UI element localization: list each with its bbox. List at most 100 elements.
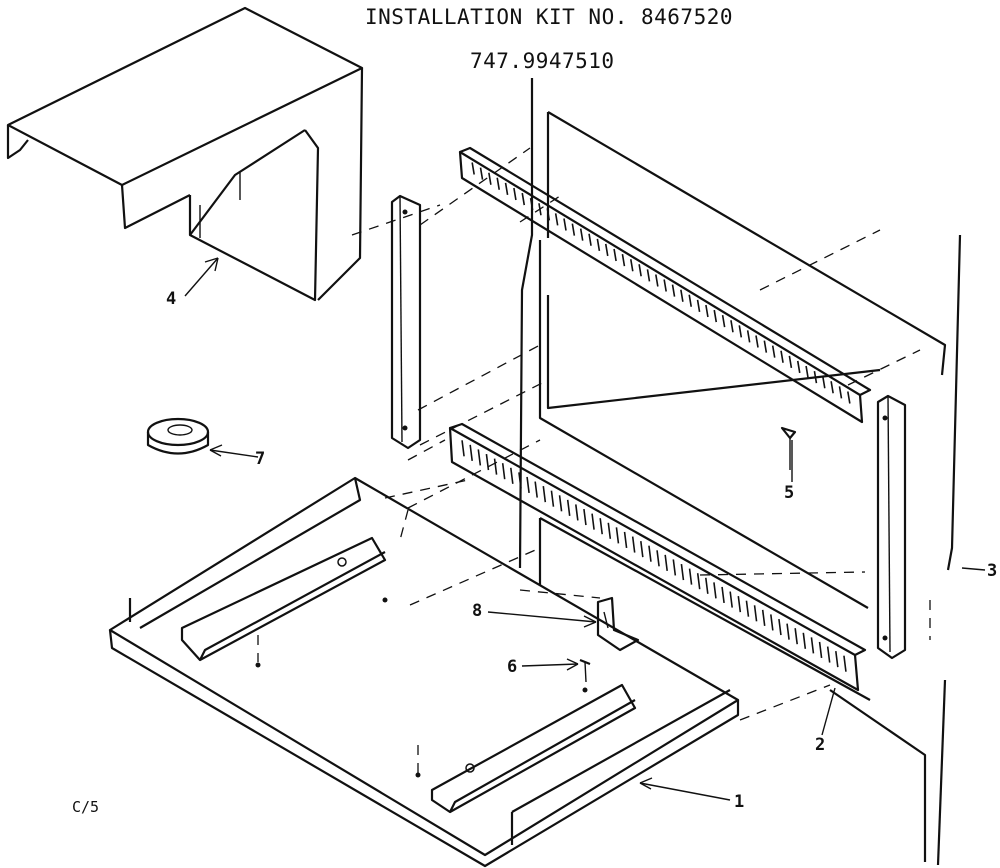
rail-slot xyxy=(529,198,534,211)
lower-slotted-rail xyxy=(448,422,867,692)
rail-slot xyxy=(510,467,514,484)
rail-slot xyxy=(705,577,709,594)
rail-slot xyxy=(753,605,758,622)
rail-slot xyxy=(542,486,547,503)
kit-title: INSTALLATION KIT NO. 8467520 xyxy=(365,5,733,29)
leader-lines xyxy=(184,257,986,801)
rail-slot xyxy=(672,559,677,576)
callout-8: 8 xyxy=(472,601,482,621)
rail-slot xyxy=(554,213,559,226)
rail-slot xyxy=(493,458,498,475)
rail-slot xyxy=(613,248,617,262)
rail-slot xyxy=(623,531,628,549)
rail-slot xyxy=(588,233,592,246)
rail-slot xyxy=(488,172,492,185)
rail-slot xyxy=(761,609,766,626)
rail-slot xyxy=(729,591,733,608)
rail-slot xyxy=(847,391,851,404)
wall-frame xyxy=(518,78,962,866)
rail-slot xyxy=(835,651,839,668)
rail-slot xyxy=(721,586,725,604)
rail-slot xyxy=(813,370,818,384)
rail-slot xyxy=(571,223,576,236)
top-hood-part xyxy=(6,6,364,302)
callout-1: 1 xyxy=(734,792,744,812)
rail-slot xyxy=(794,628,798,645)
rail-slot xyxy=(737,596,742,613)
rail-slot xyxy=(546,208,551,221)
rail-slot xyxy=(755,335,759,348)
rail-slot xyxy=(604,243,609,257)
rail-slot xyxy=(526,476,530,494)
rail-slot xyxy=(583,508,587,526)
rail-slot xyxy=(721,315,726,328)
rail-slot xyxy=(469,444,473,461)
assembly-dash-lines xyxy=(257,147,931,775)
rail-slot xyxy=(558,495,563,512)
rail-slot xyxy=(640,541,644,558)
rail-slot xyxy=(607,522,612,539)
rail-slot xyxy=(713,582,717,599)
right-side-bracket xyxy=(876,394,907,660)
rail-slot xyxy=(810,637,815,654)
rail-slot xyxy=(550,490,555,507)
rail-slot xyxy=(770,614,774,631)
rail-slot xyxy=(805,365,809,379)
rail-slot xyxy=(501,463,506,480)
rail-slot xyxy=(596,238,601,251)
rail-slot xyxy=(471,162,475,175)
callout-5: 5 xyxy=(784,483,794,503)
rail-slot xyxy=(771,345,776,358)
rail-slot xyxy=(648,545,652,562)
rail-slot xyxy=(591,513,595,530)
rail-slot xyxy=(688,568,693,585)
screw-part-6 xyxy=(579,658,591,683)
base-tray-part xyxy=(108,476,740,868)
rail-slot xyxy=(763,340,768,353)
rail-slot xyxy=(518,472,522,489)
rail-slot xyxy=(646,269,651,282)
rail-slot xyxy=(818,641,823,659)
rail-slot xyxy=(705,304,709,318)
rail-slot xyxy=(656,550,660,567)
rail-slot xyxy=(496,177,501,190)
rail-slot xyxy=(745,600,750,617)
rail-slot xyxy=(843,655,847,672)
left-side-bracket xyxy=(390,194,422,450)
rail-slot xyxy=(796,360,801,374)
callout-4: 4 xyxy=(166,289,176,309)
model-number: 747.9947510 xyxy=(470,49,615,73)
rail-slot xyxy=(802,632,807,649)
callout-3: 3 xyxy=(987,561,997,581)
rail-slot xyxy=(688,294,693,307)
rail-slot xyxy=(746,330,751,343)
rail-slot xyxy=(738,325,743,338)
screw-part-5 xyxy=(780,426,797,470)
rail-slot xyxy=(629,259,634,272)
rail-slot xyxy=(479,167,484,180)
rail-slot xyxy=(830,381,834,394)
rail-slot xyxy=(461,440,465,457)
rail-slot xyxy=(615,527,620,544)
rail-slot xyxy=(579,228,584,241)
rail-slot xyxy=(821,376,826,389)
rail-slot xyxy=(663,279,667,292)
grommet-part xyxy=(146,417,210,455)
rail-slot xyxy=(680,289,684,302)
rail-slot xyxy=(621,253,626,267)
rail-slot xyxy=(485,453,490,471)
rail-slot xyxy=(655,274,659,287)
rail-slot xyxy=(575,504,579,521)
rail-slot xyxy=(534,481,538,498)
rail-slot xyxy=(504,182,509,196)
callout-2: 2 xyxy=(815,735,825,755)
rail-slot xyxy=(696,573,701,590)
clip-part xyxy=(596,596,640,652)
callout-6: 6 xyxy=(507,657,517,677)
rail-slot xyxy=(513,187,517,201)
rail-slot xyxy=(680,563,685,581)
rail-slot xyxy=(521,192,526,206)
callout-7: 7 xyxy=(255,449,265,469)
rail-slot xyxy=(713,309,718,323)
